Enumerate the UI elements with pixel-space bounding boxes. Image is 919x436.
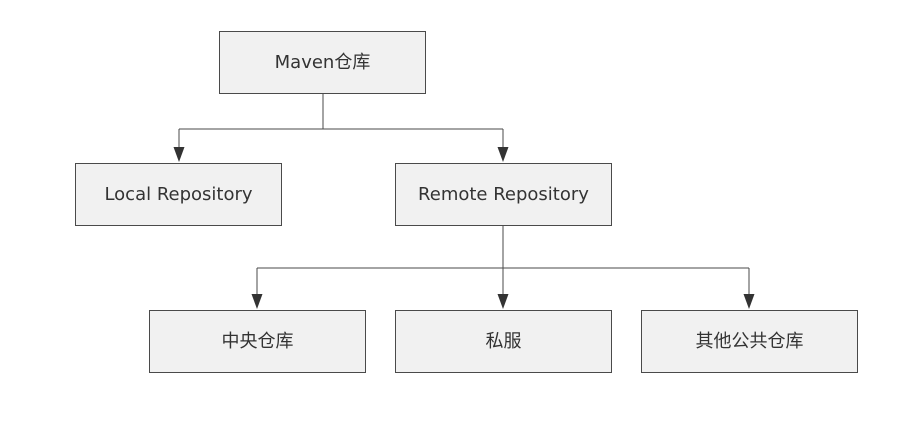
edge-root-to-children xyxy=(173,94,509,162)
arrowhead-central xyxy=(251,294,263,309)
node-label-other: 其他公共仓库 xyxy=(696,331,804,352)
node-label-root: Maven仓库 xyxy=(275,52,371,73)
node-label-remote: Remote Repository xyxy=(418,184,589,205)
arrowhead-local xyxy=(173,147,185,162)
arrowhead-private xyxy=(497,294,509,309)
arrowhead-remote xyxy=(497,147,509,162)
node-maven-repository: Maven仓库 xyxy=(219,31,426,94)
node-label-local: Local Repository xyxy=(104,184,252,205)
node-label-private: 私服 xyxy=(486,331,522,352)
node-private-server: 私服 xyxy=(395,310,612,373)
node-local-repository: Local Repository xyxy=(75,163,282,226)
node-other-public-repository: 其他公共仓库 xyxy=(641,310,858,373)
edge-remote-to-children xyxy=(251,226,755,309)
node-label-central: 中央仓库 xyxy=(222,331,294,352)
node-central-repository: 中央仓库 xyxy=(149,310,366,373)
node-remote-repository: Remote Repository xyxy=(395,163,612,226)
arrowhead-other xyxy=(743,294,755,309)
